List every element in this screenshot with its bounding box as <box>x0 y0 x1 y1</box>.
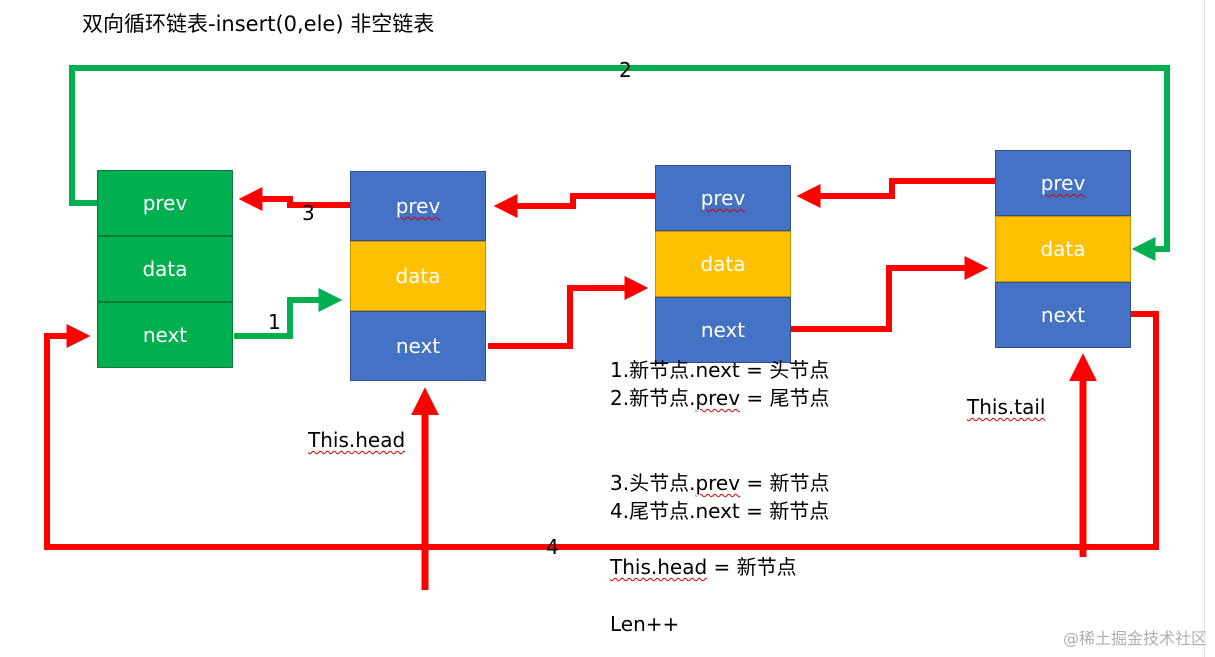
node-middle-data: data <box>655 231 791 297</box>
step-5: This.head = 新节点 <box>610 555 797 579</box>
diagram-title: 双向循环链表-insert(0,ele) 非空链表 <box>82 12 435 36</box>
page-edge <box>1204 0 1205 657</box>
arrow-new-next-to-head <box>234 288 343 339</box>
arrow-label-1: 1 <box>268 310 281 334</box>
arrow-label-4: 4 <box>546 535 559 559</box>
node-middle-prev: prev <box>655 165 791 231</box>
node-head: prev data next <box>350 171 486 381</box>
node-middle-next: next <box>655 297 791 363</box>
node-head-next: next <box>350 311 486 381</box>
watermark: @稀土掘金技术社区 <box>1062 629 1207 648</box>
node-middle-prev-label: prev <box>700 186 746 210</box>
arrow-node3-next-to-tail <box>791 256 989 332</box>
arrow-tail-next-to-new <box>44 311 1159 550</box>
arrow-label-3: 3 <box>302 201 315 225</box>
arrow-head-prev-to-new <box>238 187 350 211</box>
node-tail-next: next <box>995 282 1131 348</box>
node-new-prev: prev <box>97 170 233 236</box>
node-middle: prev data next <box>655 165 791 363</box>
step-1: 1.新节点.next = 头节点 <box>610 358 830 382</box>
arrow-node3-prev-to-head <box>493 193 655 218</box>
node-tail-prev: prev <box>995 150 1131 216</box>
node-head-prev: prev <box>350 171 486 241</box>
step-3: 3.头节点.prev = 新节点 <box>610 471 830 495</box>
node-new: prev data next <box>97 170 233 368</box>
node-head-data: data <box>350 241 486 311</box>
node-new-data: data <box>97 236 233 302</box>
node-new-next: next <box>97 302 233 368</box>
step-2: 2.新节点.prev = 尾节点 <box>610 386 830 410</box>
arrow-label-2: 2 <box>619 58 632 82</box>
node-tail: prev data next <box>995 150 1131 348</box>
arrow-new-prev-to-tail <box>69 65 1170 261</box>
node-head-prev-label: prev <box>395 194 441 218</box>
node-tail-data: data <box>995 216 1131 282</box>
head-pointer-label: This.head <box>308 428 406 452</box>
node-tail-prev-label: prev <box>1040 171 1086 195</box>
step-4: 4.尾节点.next = 新节点 <box>610 499 830 523</box>
step-6: Len++ <box>610 612 680 636</box>
tail-pointer-label: This.tail <box>967 395 1046 419</box>
arrow-tail-prev-to-node3 <box>796 178 995 208</box>
arrow-head-next-to-node3 <box>488 276 649 349</box>
